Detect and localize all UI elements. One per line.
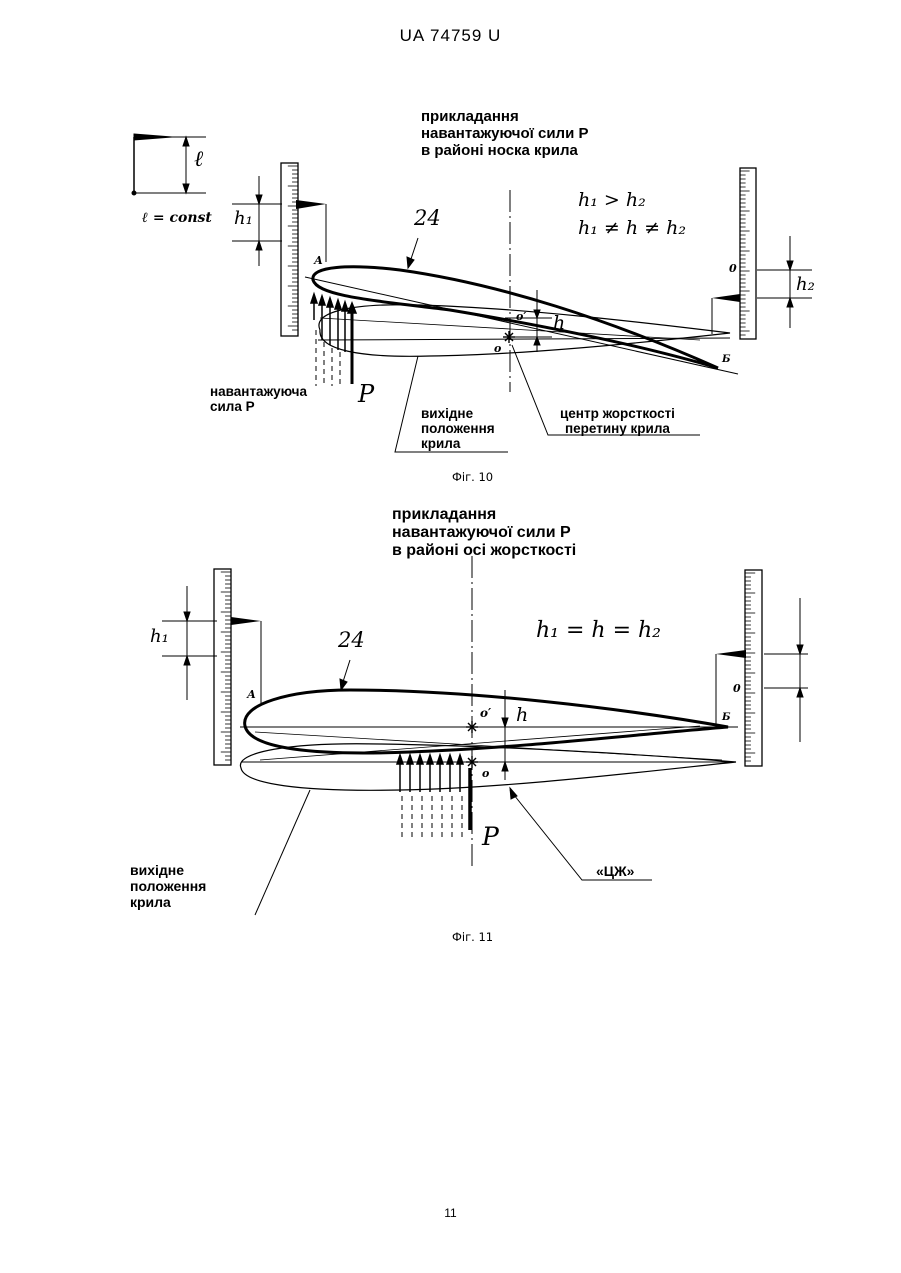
fig10-force-label: Р: [358, 380, 374, 408]
fig10-initial-position-line-1: вихідне: [421, 406, 495, 421]
fig11-point-o: о: [482, 767, 489, 780]
fig10-stiffness-center-line-2: перетину крила: [560, 421, 675, 436]
fig10-formula-line-2: h₁ ≠ h ≠ h₂: [578, 214, 686, 242]
fig11-initial-position-line-3: крила: [130, 894, 206, 910]
fig11-formula: h₁ = h = h₂: [536, 618, 661, 643]
fig10-wing-number: 24: [414, 206, 441, 230]
fig10-load-force-line-1: навантажуюча: [210, 384, 307, 399]
fig11-h-label: h: [516, 704, 528, 726]
fig11-force-dashes: [402, 796, 462, 840]
fig10-l-const: ℓ = const: [142, 210, 212, 227]
fig11-force-arrows: [397, 755, 470, 830]
fig10-formula: h₁ > h₂ h₁ ≠ h ≠ h₂: [578, 186, 686, 242]
fig11-wing-number: 24: [338, 628, 365, 652]
fig11-h1-dimension: [162, 586, 217, 700]
fig11-title: прикладання навантажуючої сили Р в район…: [392, 506, 576, 560]
fig10-zero-mark: 0: [729, 262, 737, 275]
fig11-point-o-prime: о′: [480, 706, 491, 720]
fig11-right-pointer: [716, 650, 746, 724]
fig10-stiffness-center-line-1: центр жорсткості: [560, 406, 675, 421]
fig10-point-b: Б: [722, 354, 731, 365]
fig10-h2-label: h₂: [796, 274, 815, 295]
fig10-h1-label: h₁: [234, 208, 253, 229]
fig11-initial-position-line-2: положення: [130, 878, 206, 894]
fig10-formula-line-1: h₁ > h₂: [578, 186, 686, 214]
fig10-caption: Фіг. 10: [452, 470, 493, 484]
fig11-point-b: Б: [722, 712, 731, 723]
fig10-initial-position-line-2: положення: [421, 421, 495, 436]
fig11-title-line-1: прикладання: [392, 506, 576, 524]
fig11-stiffness-star-lower: [466, 756, 478, 768]
fig11-deflected-wing-profile: [245, 690, 728, 753]
fig10-initial-position-line-3: крила: [421, 436, 495, 451]
fig11-stiffness-star-upper: [466, 721, 478, 733]
fig11-left-ruler: [214, 569, 231, 765]
fig11-title-line-3: в районі осі жорсткості: [392, 542, 576, 560]
page-number: 11: [0, 1206, 901, 1220]
fig11-right-dimension: [764, 598, 808, 742]
fig11-cross-chord: [255, 732, 722, 760]
fig10-l-label: ℓ: [194, 146, 203, 172]
fig10-stiffness-center-label: центр жорсткості перетину крила: [560, 406, 675, 436]
fig11-left-pointer: [231, 617, 261, 704]
fig10-h-label: h: [553, 312, 565, 334]
fig10-load-force-line-2: сила Р: [210, 399, 307, 414]
fig11-caption: Фіг. 11: [452, 930, 493, 944]
fig11-right-ruler: [745, 570, 762, 766]
fig10-initial-position-label: вихідне положення крила: [421, 406, 495, 451]
fig10-point-a: А: [314, 254, 323, 267]
fig11-title-line-2: навантажуючої сили Р: [392, 524, 576, 542]
fig11-initial-position-label: вихідне положення крила: [130, 862, 206, 910]
fig10-title: прикладання навантажуючої сили Р в район…: [421, 108, 588, 159]
fig10-title-line-2: навантажуючої сили Р: [421, 125, 588, 142]
fig10-point-o-prime: о′: [516, 310, 526, 323]
fig11-cz-label: «ЦЖ»: [596, 864, 634, 879]
fig11-h1-label: h₁: [150, 626, 169, 647]
fig11-h-dimension: [468, 690, 515, 780]
fig11-zero-mark: 0: [733, 682, 741, 695]
fig11-initial-position-line-1: вихідне: [130, 862, 206, 878]
fig10-title-line-1: прикладання: [421, 108, 588, 125]
fig11-point-a: А: [247, 688, 256, 701]
fig11-force-label: Р: [482, 822, 499, 851]
fig10-point-o: о: [494, 342, 501, 355]
fig10-load-force-label: навантажуюча сила Р: [210, 384, 307, 414]
fig10-title-line-3: в районі носка крила: [421, 142, 588, 159]
